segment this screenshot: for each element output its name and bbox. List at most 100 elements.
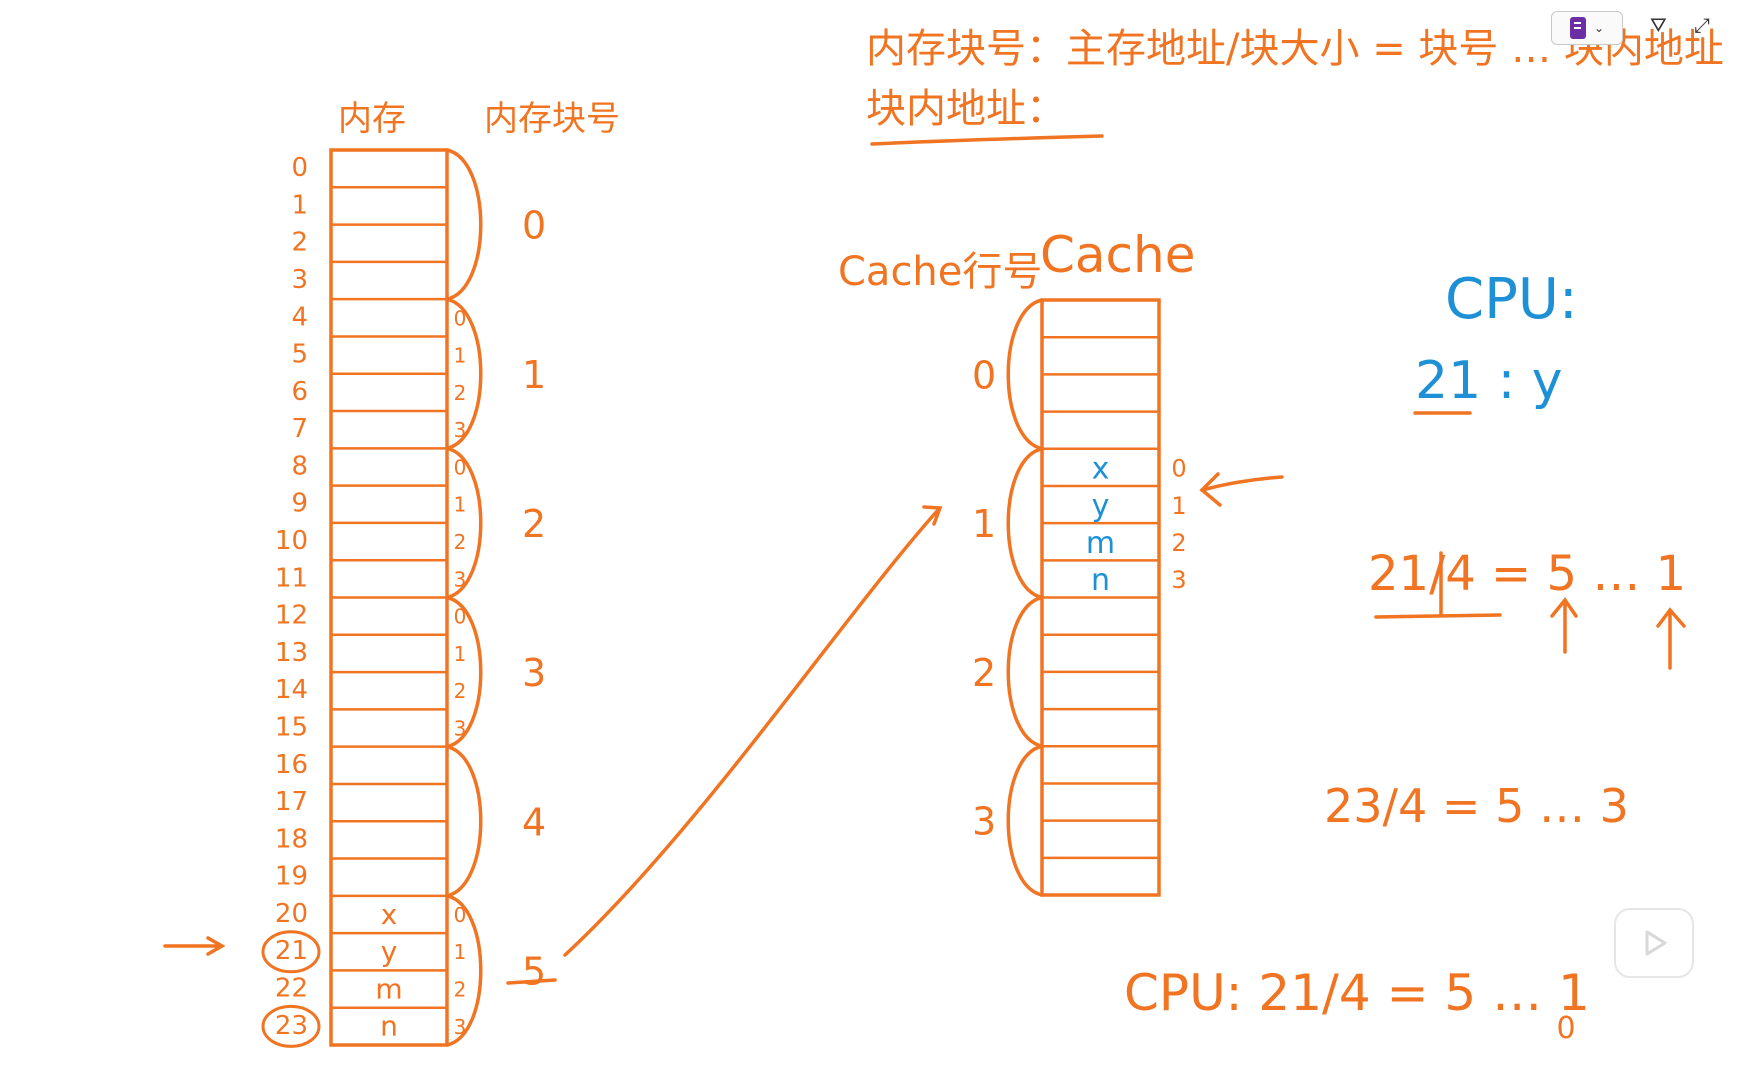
cpu-calc: CPU: 21/4 = 5 … 1 (1124, 964, 1590, 1022)
memory-block-number: 2 (522, 502, 546, 546)
memory-block-brace (445, 744, 483, 898)
memory-offset-label: 1 (454, 493, 467, 517)
memory-cell-value: y (381, 935, 398, 968)
expand-icon[interactable]: ⤢ (1694, 13, 1710, 37)
memory-address-label: 15 (275, 712, 308, 742)
memory-address-label: 23 (275, 1011, 308, 1041)
memory-offset-label: 0 (454, 455, 467, 479)
cache-cell-value: y (1092, 489, 1110, 524)
memory-address-label: 18 (275, 824, 308, 854)
memory-address-label: 3 (291, 265, 308, 295)
cache-offset-arrow (1200, 475, 1284, 492)
memory-block-brace (445, 595, 483, 749)
calc2: 23/4 = 5 … 3 (1324, 779, 1629, 833)
memory-address-label: 2 (291, 228, 308, 258)
cache-offset-label: 2 (1171, 529, 1186, 557)
memory-block-number: 4 (522, 800, 546, 844)
calc1-quotient-arrow (1550, 597, 1578, 654)
cache-title: Cache (1040, 226, 1196, 284)
memory-address-label: 14 (275, 675, 308, 705)
memory-address-label: 21 (275, 936, 308, 966)
memory-block-title: 内存块号 (484, 99, 620, 139)
memory-cell-value: n (380, 1010, 398, 1043)
memory-offset-label: 1 (454, 940, 467, 964)
memory-offset-label: 1 (454, 642, 467, 666)
memory-offset-label: 3 (454, 716, 467, 740)
formula-line2: 块内地址： (866, 86, 1066, 132)
cache-cell-value: n (1091, 563, 1110, 598)
memory-address-label: 4 (291, 302, 308, 332)
play-button[interactable] (1614, 908, 1694, 978)
memory-offset-label: 2 (454, 978, 467, 1002)
memory-address-label: 9 (291, 489, 308, 519)
memory-address-label: 17 (275, 787, 308, 817)
memory-address-label: 7 (291, 414, 308, 444)
block5-to-cache-arrowhead (922, 505, 943, 526)
memory-block-brace (445, 297, 483, 451)
memory-address-label: 20 (275, 899, 308, 929)
cache-offset-label: 1 (1171, 492, 1186, 520)
formula-underline (870, 134, 1104, 146)
memory-block-brace (445, 446, 483, 600)
memory-offset-label: 2 (454, 679, 467, 703)
notebook-selector[interactable]: ⌄ (1551, 11, 1623, 45)
cache-offset-arrowhead (1199, 472, 1222, 507)
memory-address-label: 10 (275, 526, 308, 556)
memory-address-label: 8 (291, 451, 308, 481)
cache-line-brace (1006, 447, 1044, 600)
cache-line-number: 2 (972, 651, 996, 695)
cpu-request: 21 : y (1415, 351, 1563, 411)
memory-cell-value: m (375, 972, 402, 1005)
memory-title: 内存 (338, 99, 406, 139)
memory-offset-label: 3 (454, 1015, 467, 1039)
memory-address-label: 13 (275, 638, 308, 668)
cache-line-brace (1006, 744, 1044, 897)
cpu-calc-remainder: 0 (1556, 1011, 1575, 1046)
cpu-label: CPU: (1445, 267, 1578, 332)
cache-offset-label: 0 (1171, 455, 1186, 483)
block5-to-cache-arrow (563, 508, 940, 957)
memory-block-number: 3 (522, 651, 546, 695)
memory-offset-label: 3 (454, 567, 467, 591)
circled-address (261, 1004, 321, 1048)
memory-address-label: 12 (275, 601, 308, 631)
memory-address-label: 6 (291, 377, 308, 407)
memory-block-brace (445, 148, 483, 301)
cache-line-brace (1006, 595, 1044, 748)
filter-icon[interactable]: ⛛ (1650, 13, 1667, 37)
block5-underline (506, 978, 557, 985)
memory-offset-label: 2 (454, 530, 467, 554)
cache-cell-value: x (1092, 452, 1110, 487)
cache-line-brace (1006, 298, 1044, 451)
memory-offset-label: 0 (454, 903, 467, 927)
play-icon (1645, 930, 1667, 956)
memory-block-number: 5 (522, 949, 546, 993)
calc1: 21/4 = 5 … 1 (1368, 546, 1686, 602)
cache-cell-value: m (1086, 526, 1115, 561)
circled-address (261, 930, 321, 974)
memory-address-label: 1 (291, 190, 308, 220)
memory-address-label: 22 (275, 974, 308, 1004)
memory-address-label: 5 (291, 340, 308, 370)
memory-address-label: 19 (275, 862, 308, 892)
cache-line-title: Cache行号 (838, 249, 1042, 295)
calc1-remainder-arrow (1656, 607, 1686, 670)
memory-address-label: 0 (291, 153, 308, 183)
memory-offset-label: 2 (454, 381, 467, 405)
notebook-icon (1569, 17, 1586, 39)
memory-offset-label: 0 (454, 605, 467, 629)
memory-block-brace (445, 894, 483, 1047)
chevron-down-icon: ⌄ (1593, 21, 1605, 35)
memory-offset-label: 3 (454, 418, 467, 442)
memory-block-number: 1 (522, 353, 546, 397)
memory-offset-label: 0 (454, 306, 467, 330)
cache-offset-label: 3 (1171, 566, 1186, 594)
memory-address-label: 16 (275, 750, 308, 780)
memory-block-number: 0 (522, 204, 546, 248)
cache-line-number: 0 (972, 353, 996, 397)
memory-offset-label: 1 (454, 344, 467, 368)
address21-pointer-arrow (163, 936, 226, 956)
cache-line-number: 1 (972, 502, 996, 546)
calc1-division-underline (1374, 613, 1502, 619)
